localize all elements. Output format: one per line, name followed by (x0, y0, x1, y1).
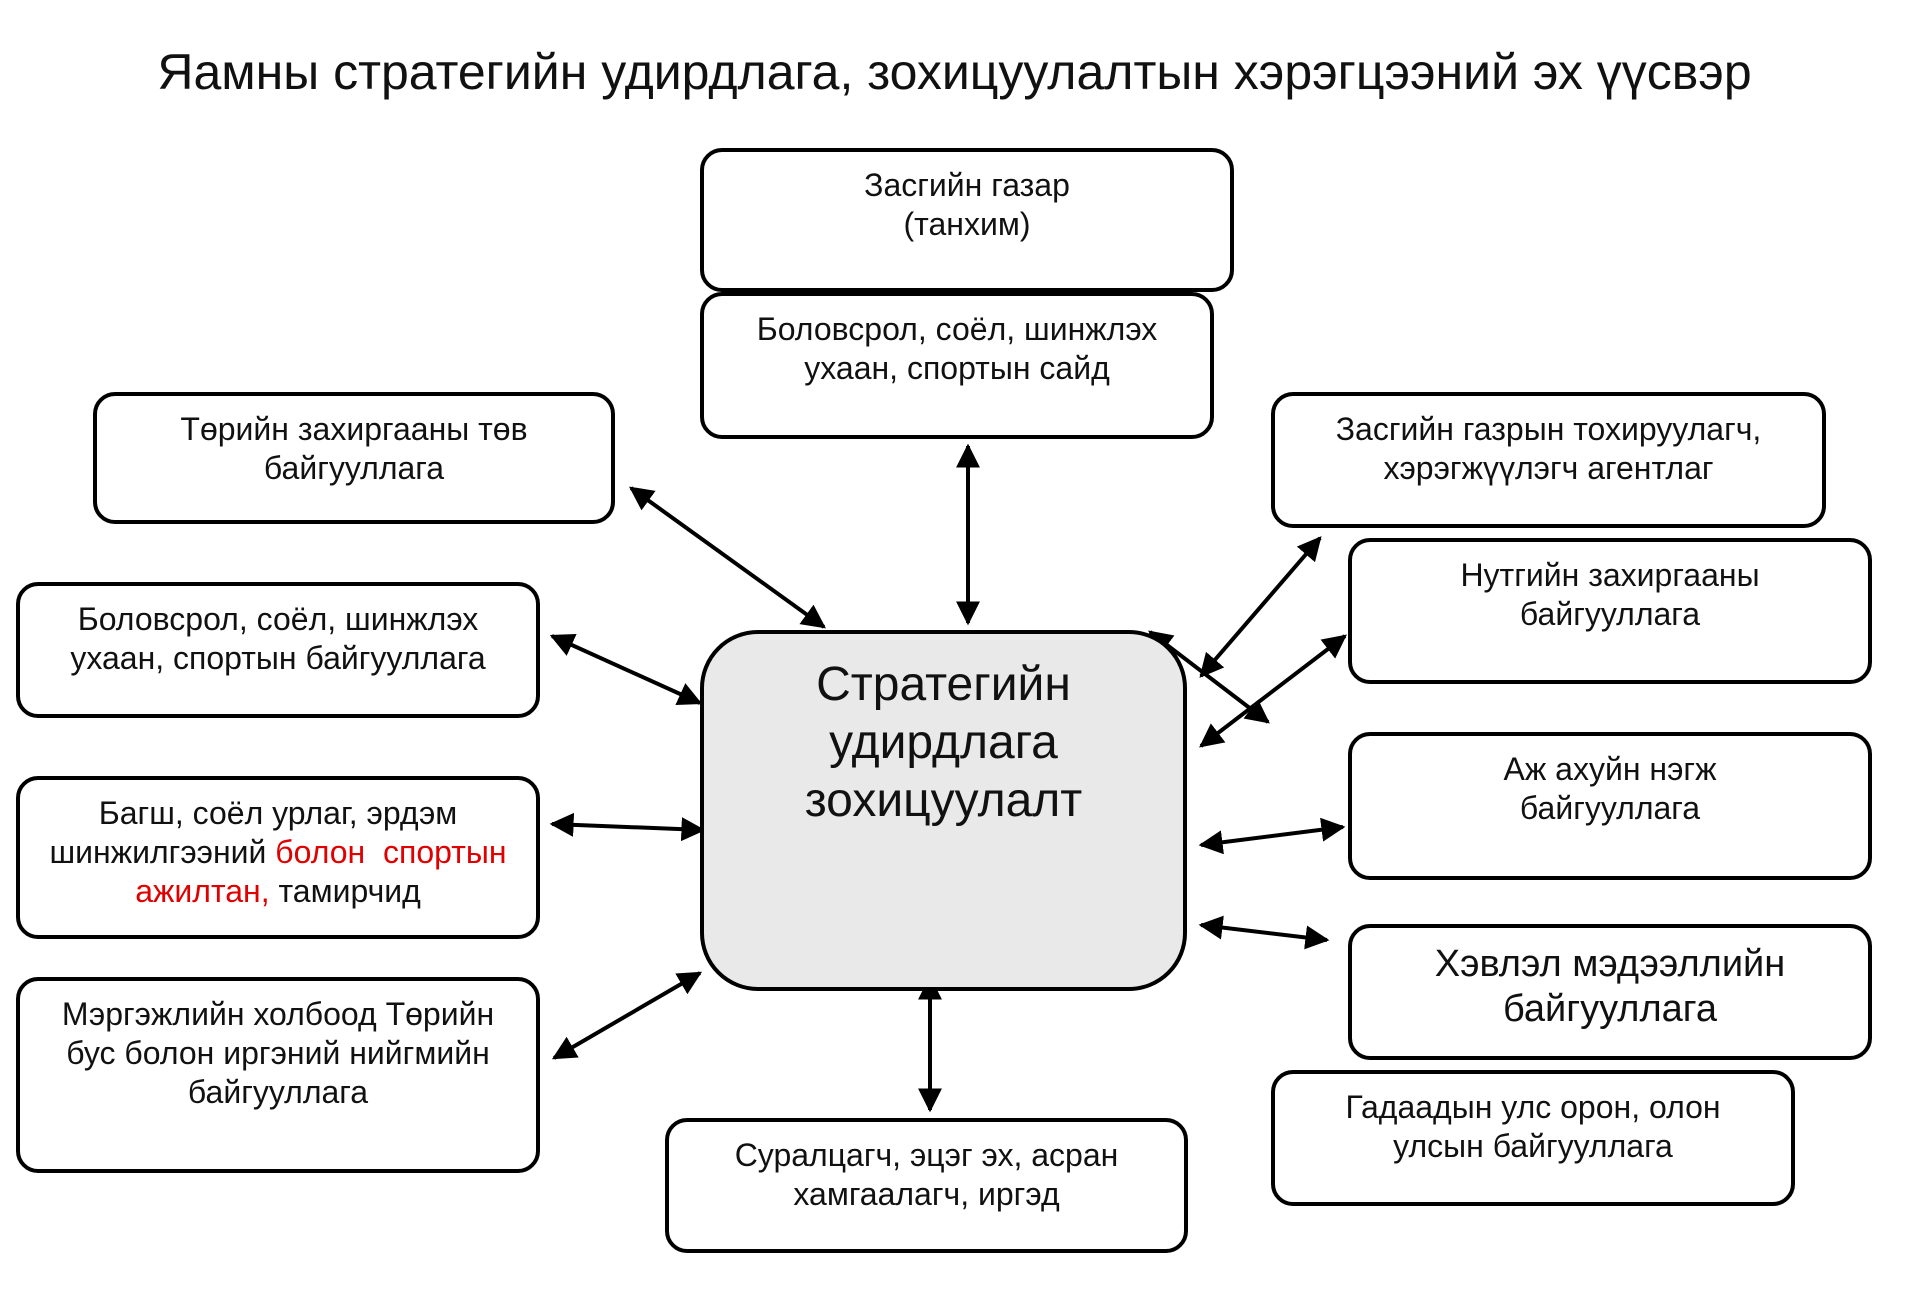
node-business: Аж ахуйн нэгж байгууллага (1348, 732, 1872, 880)
teachers-line3-black: тамирчид (269, 873, 421, 909)
node-foreign: Гадаадын улс орон, олон улсын байгууллаг… (1271, 1070, 1795, 1206)
node-students: Суралцагч, эцэг эх, асран хамгаалагч, ир… (665, 1118, 1188, 1253)
arrow-local-admin (1199, 634, 1347, 748)
node-teachers: Багш, соёл урлаг, эрдэм шинжилгээний бол… (16, 776, 540, 939)
node-ministry: Боловсрол, соёл, шинжлэх ухаан, спортын … (700, 292, 1214, 439)
central-node-line: зохицуулалт (804, 774, 1083, 827)
teachers-line3-red: ажилтан, (135, 873, 270, 909)
arrow-teachers (549, 812, 706, 842)
central-node: Стратегийн удирдлага зохицуулалт (700, 630, 1187, 991)
node-professional-assoc: Мэргэжлийн холбоод Төрийн бус болон иргэ… (16, 977, 540, 1173)
node-education-orgs: Боловсрол, соёл, шинжлэх ухаан, спортын … (16, 582, 540, 718)
teachers-line2-red: болон спортын (275, 834, 507, 870)
node-regulatory-agency: Засгийн газрын тохируулагч, хэрэгжүүлэгч… (1271, 392, 1826, 528)
teachers-line2-black: шинжилгээний (49, 834, 276, 870)
node-local-admin: Нутгийн захиргааны байгууллага (1348, 538, 1872, 684)
node-media: Хэвлэл мэдээллийн байгууллага (1348, 924, 1872, 1060)
arrow-business (1198, 817, 1346, 855)
arrow-central-admin (629, 486, 826, 629)
arrow-regulatory-agency (1199, 536, 1322, 678)
central-node-line: Стратегийн (816, 658, 1071, 711)
page-title: Яамны стратегийн удирдлага, зохицуулалты… (157, 44, 1752, 100)
arrow-education-orgs (549, 633, 703, 706)
arrow-professional-assoc (551, 971, 703, 1060)
node-government: Засгийн газар (танхим) (700, 148, 1234, 292)
arrow-media (1198, 915, 1330, 950)
central-node-line: удирдлага (829, 716, 1058, 769)
node-central-admin: Төрийн захиргааны төв байгууллага (93, 392, 615, 524)
